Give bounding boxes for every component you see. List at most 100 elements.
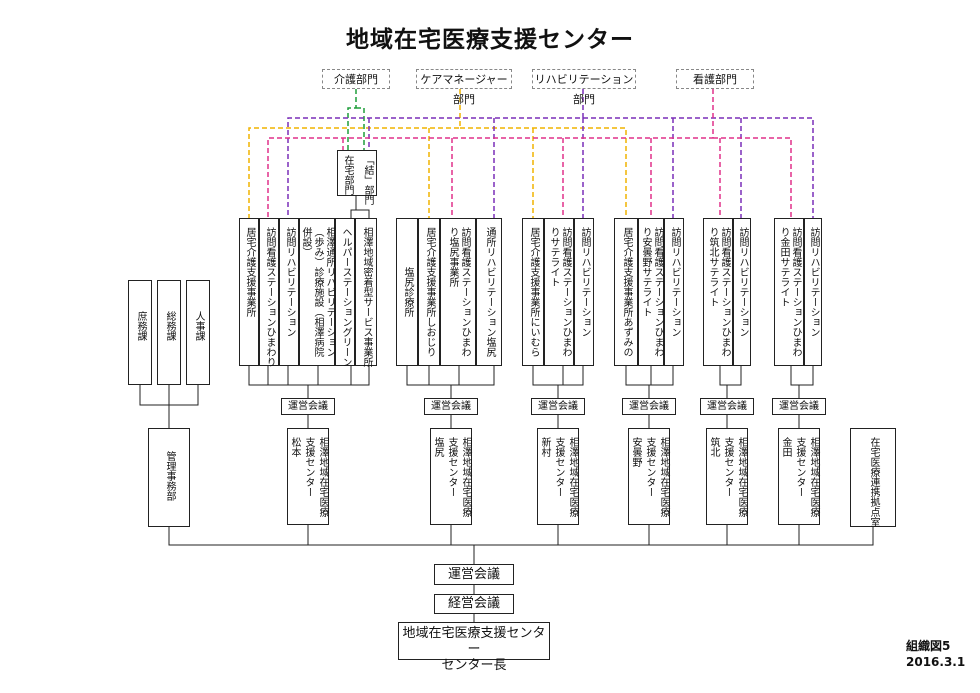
- dept-caremanager: ケアマネージャー部門: [416, 69, 512, 106]
- figure-label: 組織図5: [906, 639, 951, 653]
- unit-box: 訪問看護ステーションひまわりサテライト: [544, 218, 574, 366]
- center-label: 支援センター: [303, 437, 314, 497]
- center-box-shiojiri: 相澤地域在宅医療支援センター塩尻: [430, 428, 472, 525]
- purple-link: [287, 89, 814, 218]
- liaison-office-box: 在宅医療連携拠点室: [850, 428, 896, 527]
- yellow-link: [248, 89, 627, 218]
- unit-box: 相澤地域密着型サービス事業所: [355, 218, 377, 367]
- dept-nursing: 看護部門: [676, 69, 754, 89]
- unit-label: 訪問看護ステーションひまわり安曇野サテライト: [640, 227, 663, 357]
- admin-unit-label: 総務課: [164, 311, 175, 341]
- musubi-label-2: 在宅部門: [342, 155, 353, 195]
- center-label: 松本: [289, 437, 300, 457]
- unit-label: 訪問リハビリテーション: [669, 227, 680, 337]
- unit-box: 訪問看護ステーションひまわり安曇野サテライト: [638, 218, 664, 366]
- center-box-chikuhoku: 相澤地域在宅医療支援センター筑北: [706, 428, 748, 525]
- unit-label: 居宅介護支援事業所あずみの: [621, 227, 632, 357]
- center-label: 筑北: [708, 437, 719, 457]
- unit-label: 訪問リハビリテーション: [808, 227, 819, 337]
- center-label: 相澤地域在宅医療: [658, 437, 669, 517]
- date-label: 2016.3.1: [906, 655, 966, 669]
- unit-label: 訪問看護ステーションひまわり: [264, 227, 275, 367]
- unit-label: 通所リハビリテーション塩尻: [484, 227, 495, 357]
- center-director-line1: 地域在宅医療支援センター: [402, 626, 546, 657]
- unit-label: 訪問看護ステーションひまわり金田サテライト: [778, 227, 801, 357]
- green-link: [347, 89, 365, 150]
- pink-link: [267, 89, 792, 218]
- meeting-box-4: 運営会議: [622, 398, 676, 415]
- page-title: 地域在宅医療支援センター: [346, 27, 634, 53]
- meeting-box-1: 運営会議: [281, 398, 335, 415]
- meeting-box-3: 運営会議: [531, 398, 585, 415]
- dept-rehab: リハビリテーション部門: [532, 69, 636, 106]
- unit-label: 訪問看護ステーションひまわりサテライト: [548, 227, 571, 357]
- unit-box: 居宅介護支援事業所しおじり: [418, 218, 440, 366]
- unit-label: 訪問リハビリテーション: [579, 227, 590, 337]
- unit-box: 訪問看護ステーションひまわり: [259, 218, 279, 367]
- admin-unit-box: 総務課: [157, 280, 181, 385]
- center-box-matsumoto: 相澤地域在宅医療支援センター松本: [287, 428, 329, 525]
- unit-box: 訪問看護ステーションひまわり筑北サテライト: [703, 218, 733, 366]
- unit-box: 居宅介護支援事業所: [239, 218, 259, 366]
- unit-label: 訪問看護ステーションひまわり筑北サテライト: [707, 227, 730, 357]
- center-box-niimura: 相澤地域在宅医療支援センター新村: [537, 428, 579, 525]
- unit-box: 訪問看護ステーションひまわり金田サテライト: [774, 218, 804, 366]
- center-label: 相澤地域在宅医療: [808, 437, 819, 517]
- admin-unit-label: 庶務課: [135, 311, 146, 341]
- center-box-azumino: 相澤地域在宅医療支援センター安曇野: [628, 428, 670, 525]
- unit-label: 塩尻診療所: [402, 267, 413, 317]
- center-label: 相澤地域在宅医療: [317, 437, 328, 517]
- center-label: 相澤地域在宅医療: [736, 437, 747, 517]
- center-label: 支援センター: [644, 437, 655, 497]
- unit-box: 居宅介護支援事業所あずみの: [614, 218, 638, 366]
- unit-box: 訪問リハビリテーション: [664, 218, 684, 366]
- admin-unit-box: 庶務課: [128, 280, 152, 385]
- center-label: 支援センター: [553, 437, 564, 497]
- musubi-label-1: 「結」部門: [362, 155, 373, 205]
- unit-label: 居宅介護支援事業所しおじり: [424, 227, 435, 357]
- unit-label: 訪問リハビリテーション: [284, 227, 295, 337]
- center-label: 安曇野: [630, 437, 641, 467]
- center-box-kaneda: 相澤地域在宅医療支援センター金田: [778, 428, 820, 525]
- unit-box: 居宅介護支援事業所にいむら: [522, 218, 544, 366]
- unit-label: 相澤通所リハビリテーション（歩み）診療施設（相澤病院併設）: [300, 227, 335, 357]
- dept-care: 介護部門: [322, 69, 390, 89]
- unit-box: 相澤通所リハビリテーション（歩み）診療施設（相澤病院併設）: [299, 218, 335, 366]
- admin-unit-box: 人事課: [186, 280, 210, 385]
- center-label: 新村: [539, 437, 550, 457]
- center-label: 支援センター: [446, 437, 457, 497]
- center-label: 相澤地域在宅医療: [460, 437, 471, 517]
- liaison-label: 在宅医療連携拠点室: [868, 437, 879, 527]
- center-label: 支援センター: [722, 437, 733, 497]
- meeting-box-6: 運営会議: [772, 398, 826, 415]
- unit-box: 訪問リハビリテーション: [279, 218, 299, 366]
- meeting-box-5: 運営会議: [700, 398, 754, 415]
- unit-label: 相澤地域密着型サービス事業所: [361, 227, 372, 367]
- unit-label: 居宅介護支援事業所: [244, 227, 255, 317]
- operations-meeting-box: 運営会議: [434, 564, 514, 585]
- admin-office-label: 管理事務部: [164, 451, 175, 501]
- unit-box: 訪問看護ステーションひまわり塩尻事業所: [440, 218, 476, 366]
- unit-label: 居宅介護支援事業所にいむら: [528, 227, 539, 357]
- center-director-box: 地域在宅医療支援センター センター長: [398, 622, 550, 673]
- unit-label: 訪問看護ステーションひまわり塩尻事業所: [447, 227, 470, 357]
- unit-box: 訪問リハビリテーション: [733, 218, 751, 366]
- unit-box: ヘルパーステーショングリーン: [335, 218, 355, 367]
- center-label: 金田: [780, 437, 791, 457]
- center-label: 相澤地域在宅医療: [567, 437, 578, 517]
- unit-box: 通所リハビリテーション塩尻: [476, 218, 502, 366]
- center-label: 塩尻: [432, 437, 443, 457]
- admin-unit-label: 人事課: [193, 311, 204, 341]
- management-meeting-box: 経営会議: [434, 594, 514, 614]
- unit-label: ヘルパーステーショングリーン: [340, 227, 351, 367]
- unit-box: 訪問リハビリテーション: [804, 218, 822, 366]
- unit-label: 訪問リハビリテーション: [737, 227, 748, 337]
- unit-box: 塩尻診療所: [396, 218, 418, 366]
- musubi-box: 「結」部門 在宅部門: [337, 150, 377, 205]
- unit-box: 訪問リハビリテーション: [574, 218, 594, 366]
- center-label: 支援センター: [794, 437, 805, 497]
- admin-office-box: 管理事務部: [148, 428, 190, 527]
- meeting-box-2: 運営会議: [424, 398, 478, 415]
